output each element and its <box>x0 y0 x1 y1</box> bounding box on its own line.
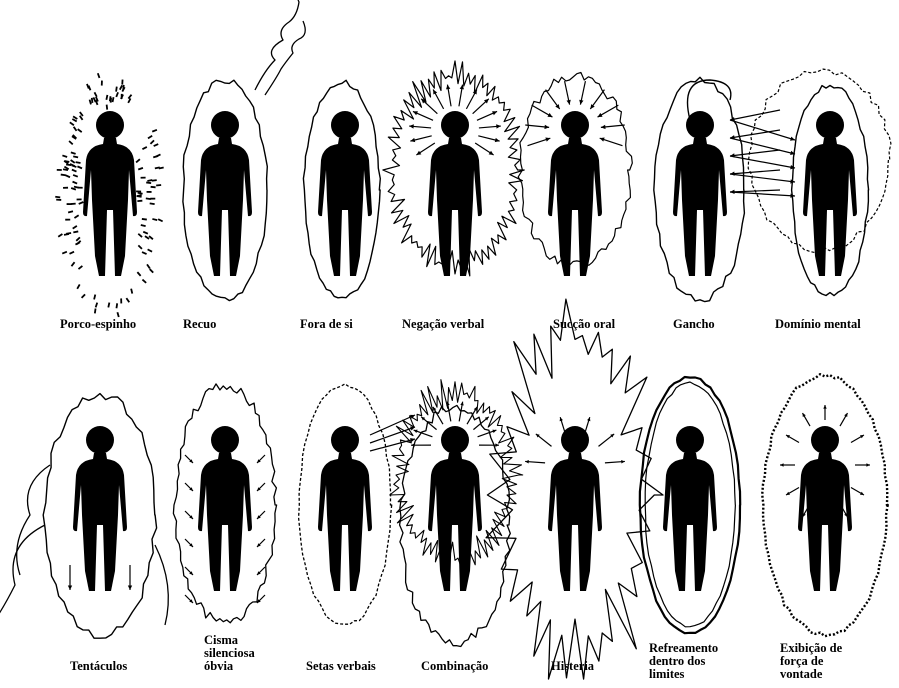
person-silhouette <box>318 426 372 591</box>
label-negacao-verbal: Negação verbal <box>402 318 484 331</box>
person-silhouette <box>83 111 137 276</box>
figure-combinacao <box>390 380 523 647</box>
person-silhouette <box>318 111 372 276</box>
figure-tentaculos <box>0 394 168 645</box>
figure-dominio-mental <box>730 69 891 296</box>
label-combinacao: Combinação <box>421 660 488 673</box>
label-setas-verbais: Setas verbais <box>306 660 376 673</box>
label-succao-oral: Sucção oral <box>553 318 615 331</box>
person-silhouette <box>428 111 482 276</box>
person-silhouette <box>548 426 602 591</box>
person-silhouette <box>803 111 857 276</box>
figure-negacao-verbal <box>383 61 524 276</box>
person-silhouette <box>198 426 252 591</box>
aura-mental <box>730 69 891 296</box>
figure-porco-espinho <box>55 73 163 317</box>
label-cisma-silenciosa-obvia: Cisma silenciosa óbvia <box>204 634 255 673</box>
figure-fora-de-si <box>303 80 380 297</box>
person-silhouette <box>428 426 482 591</box>
person-silhouette <box>663 426 717 591</box>
figure-recuo <box>183 0 305 301</box>
label-histeria: Histeria <box>551 660 594 673</box>
person-silhouette <box>198 111 252 276</box>
person-silhouette <box>548 111 602 276</box>
label-recuo: Recuo <box>183 318 216 331</box>
figure-refreamento-dentro-dos-limites <box>640 377 740 633</box>
label-exibicao-de-forca-de-vontade: Exibição de força de vontade <box>780 642 842 681</box>
label-gancho: Gancho <box>673 318 715 331</box>
label-porco-espinho: Porco-espinho <box>60 318 136 331</box>
figure-succao-oral <box>518 73 632 277</box>
person-silhouette <box>673 111 727 276</box>
label-fora-de-si: Fora de si <box>300 318 353 331</box>
figure-histeria <box>486 299 663 679</box>
figure-exibicao-de-forca-de-vontade <box>762 374 888 636</box>
person-silhouette <box>73 426 127 591</box>
label-dominio-mental: Domínio mental <box>775 318 861 331</box>
person-silhouette <box>798 426 852 591</box>
figure-cisma-silenciosa-obvia <box>173 384 276 623</box>
figure-setas-verbais <box>299 384 415 624</box>
label-refreamento-dentro-dos-limites: Refreamento dentro dos limites <box>649 642 718 681</box>
label-tentaculos: Tentáculos <box>70 660 127 673</box>
